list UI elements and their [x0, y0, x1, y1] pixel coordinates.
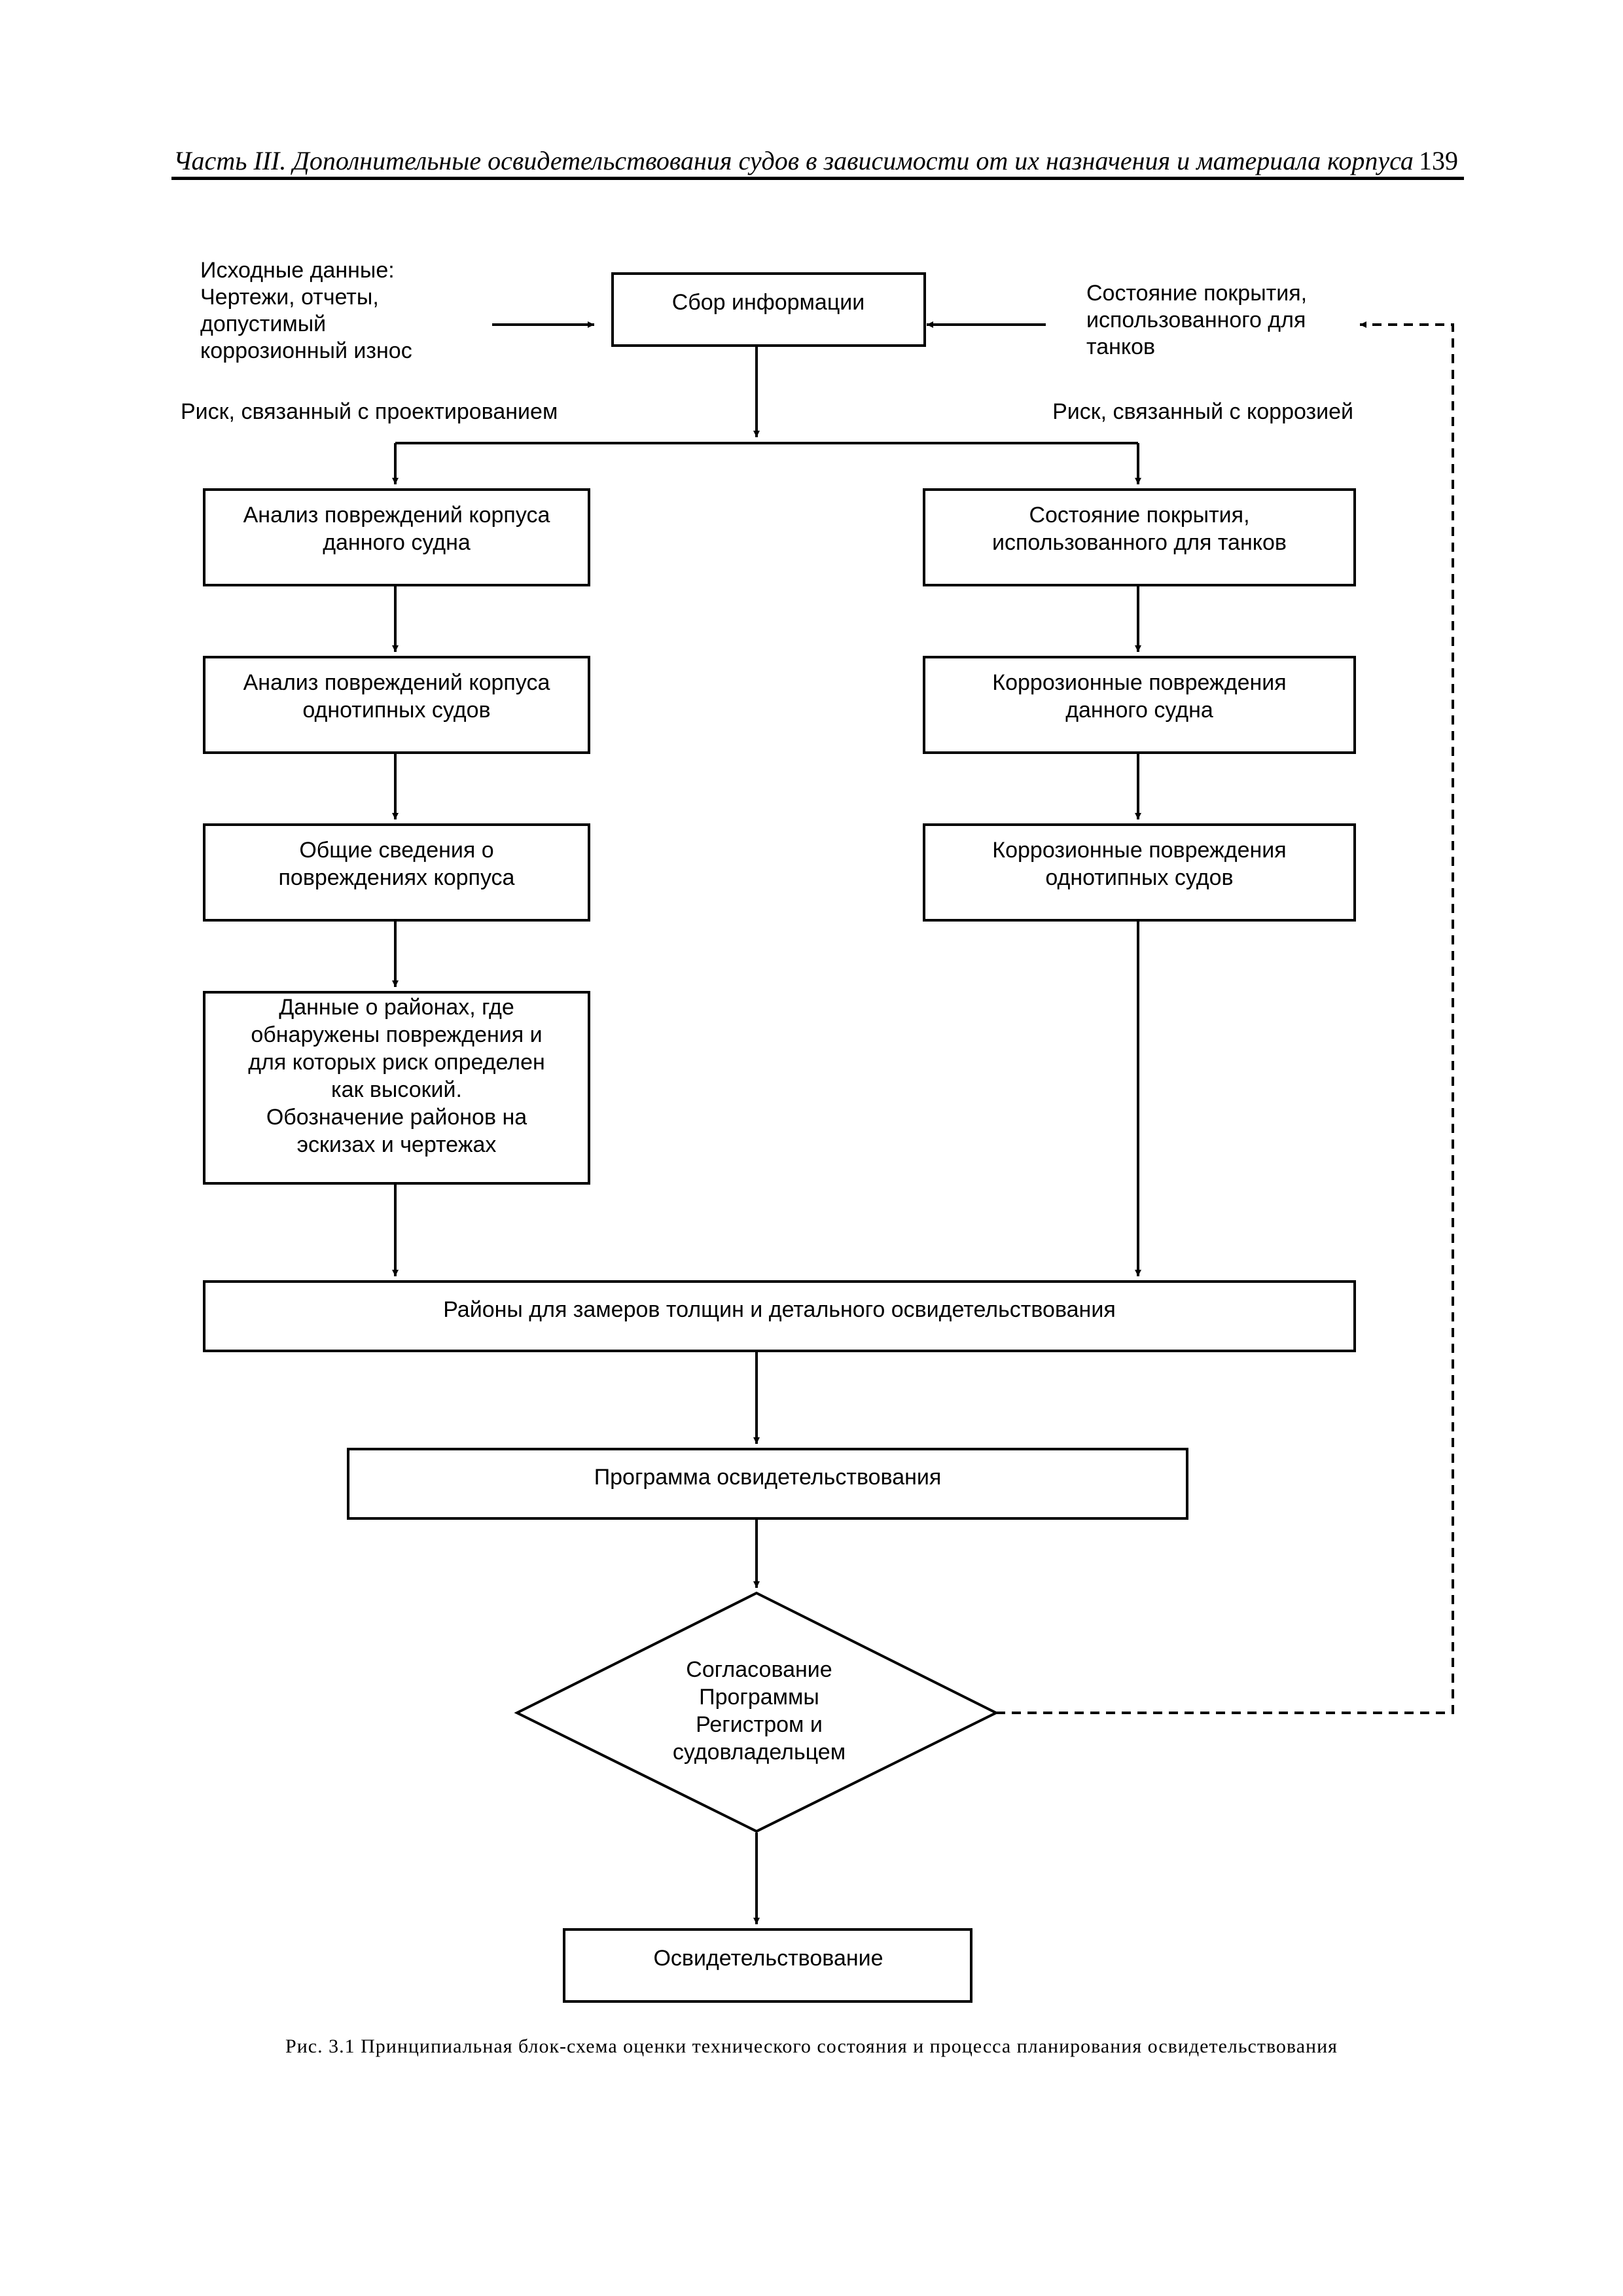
- right-box-1: [923, 488, 1356, 586]
- branch-right-label: Риск, связанный с коррозией: [1052, 399, 1353, 424]
- collect-text-line: Сбор информации: [672, 290, 865, 315]
- header-rule: [171, 177, 1464, 180]
- approval-diamond: [514, 1591, 999, 1833]
- program-text: Программа освидетельствования: [594, 1465, 942, 1490]
- program-text-line: Программа освидетельствования: [594, 1465, 942, 1490]
- approval-text-line: Согласование: [686, 1657, 832, 1682]
- approval-text-line: судовладельцем: [673, 1740, 846, 1765]
- right-box-1-text-line: использованного для танков: [992, 530, 1287, 555]
- left-box-4-text-line: Обозначение районов на: [266, 1105, 527, 1130]
- areas-text-line: Районы для замеров толщин и детального о…: [443, 1297, 1116, 1322]
- right-box-2: [923, 656, 1356, 754]
- branch-left-label-line: Риск, связанный с проектированием: [181, 399, 558, 424]
- input-left-text-line: Чертежи, отчеты,: [200, 285, 379, 310]
- left-box-3-text-line: Общие сведения о: [299, 838, 493, 863]
- collect-box: [611, 272, 926, 347]
- input-left-text: Исходные данные:Чертежи, отчеты,допустим…: [200, 258, 412, 363]
- left-box-4: [203, 991, 590, 1185]
- left-box-2-text-line: однотипных судов: [302, 698, 490, 723]
- page-number: 139: [1419, 146, 1458, 175]
- left-box-4-text-line: обнаружены повреждения и: [251, 1022, 542, 1047]
- right-box-2-text: Коррозионные повреждения данного судна: [992, 670, 1286, 723]
- approval-text-line: Программы: [699, 1685, 819, 1710]
- right-box-3-text-line: Коррозионные повреждения: [992, 838, 1286, 863]
- feedback-dashed-line: [996, 321, 1454, 1714]
- input-right-text-line: использованного для: [1086, 308, 1306, 332]
- collect-text: Сбор информации: [672, 290, 865, 315]
- input-left-text-line: коррозионный износ: [200, 338, 412, 363]
- input-left-text-line: Исходные данные:: [200, 258, 395, 283]
- left-box-4-text-line: для которых риск определен: [248, 1050, 545, 1075]
- left-box-2-text: Анализ повреждений корпуса однотипных суд…: [243, 670, 550, 723]
- labels: Исходные данные:Чертежи, отчеты,допустим…: [181, 258, 1353, 1971]
- areas-box: [203, 1280, 1356, 1352]
- left-box-1-text-line: Анализ повреждений корпуса: [243, 503, 550, 528]
- right-box-3: [923, 823, 1356, 922]
- left-box-2-text-line: Анализ повреждений корпуса: [243, 670, 550, 695]
- branch-left-label: Риск, связанный с проектированием: [181, 399, 558, 424]
- approval-text-line: Регистром и: [696, 1712, 823, 1737]
- program-box: [347, 1448, 1188, 1520]
- survey-box: [563, 1928, 972, 2003]
- left-box-2: [203, 656, 590, 754]
- figure-caption: Рис. 3.1 Принципиальная блок-схема оценк…: [285, 2036, 1338, 2057]
- input-left-text-line: допустимый: [200, 312, 326, 336]
- input-right-text-line: танков: [1086, 334, 1155, 359]
- left-box-1: [203, 488, 590, 586]
- boxes: [203, 272, 1356, 2003]
- areas-text: Районы для замеров толщин и детального о…: [443, 1297, 1116, 1322]
- running-title: Часть III. Дополнительные освидетельство…: [173, 146, 1414, 175]
- right-box-3-text-line: однотипных судов: [1045, 865, 1233, 890]
- input-right-text-line: Состояние покрытия,: [1086, 281, 1307, 306]
- connectors: [392, 321, 1454, 1924]
- left-box-4-text-line: эскизах и чертежах: [297, 1132, 497, 1157]
- branch-right-label-line: Риск, связанный с коррозией: [1052, 399, 1353, 424]
- left-box-1-text-line: данного судна: [323, 530, 471, 555]
- left-box-4-text-line: Данные о районах, где: [279, 995, 514, 1020]
- right-box-1-text-line: Состояние покрытия,: [1029, 503, 1249, 528]
- survey-text: Освидетельствование: [653, 1946, 883, 1971]
- left-box-4-text-line: как высокий.: [331, 1077, 462, 1102]
- left-box-3-text-line: повреждениях корпуса: [279, 865, 515, 890]
- survey-text-line: Освидетельствование: [653, 1946, 883, 1971]
- left-box-3: [203, 823, 590, 922]
- right-box-2-text-line: данного судна: [1065, 698, 1213, 723]
- right-box-2-text-line: Коррозионные повреждения: [992, 670, 1286, 695]
- right-box-1-text: Состояние покрытия,использованного для т…: [992, 503, 1287, 555]
